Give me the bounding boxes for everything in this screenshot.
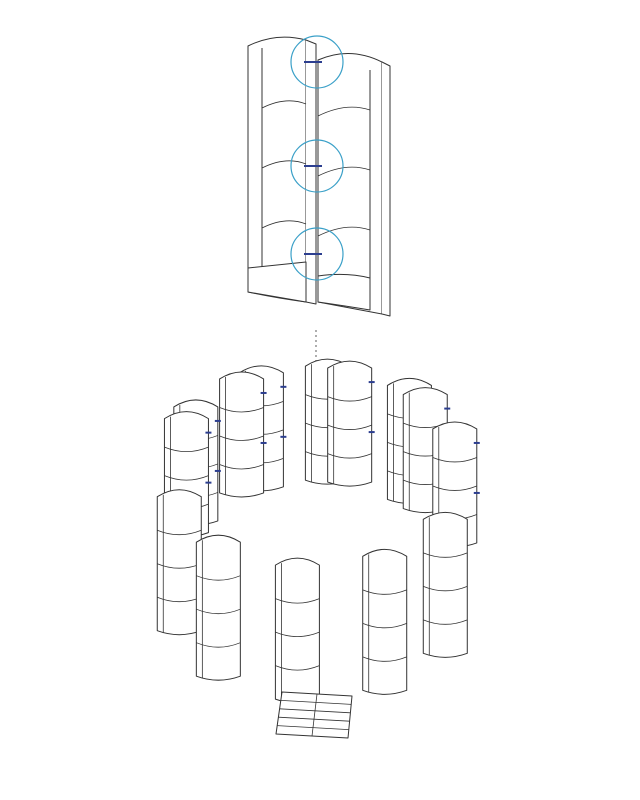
ring-module-shell — [362, 548, 408, 695]
ring-module-8 — [274, 557, 320, 704]
left-tier-line-1 — [261, 100, 307, 109]
ring-module-2 — [219, 371, 267, 498]
ring-tier-line — [196, 575, 241, 581]
ring-tier-line — [423, 619, 468, 625]
ring-module-9 — [195, 534, 241, 681]
right-module-side — [381, 61, 391, 317]
left-module — [247, 36, 317, 305]
ring-tier-line — [362, 656, 407, 662]
ring-tier-line — [275, 598, 320, 604]
ring-tier-line — [275, 665, 320, 671]
ring-tier-line — [219, 407, 264, 413]
ring-module-shell — [156, 489, 202, 636]
ring-tier-line — [423, 585, 468, 592]
ring-module-6 — [422, 511, 468, 658]
ring-tier-line — [327, 396, 372, 402]
right-module — [317, 52, 391, 317]
base-plate — [275, 691, 353, 739]
right-tier-line-2 — [317, 166, 371, 177]
ring-module-shell — [195, 534, 241, 681]
connector-callouts — [290, 35, 344, 281]
top-module-pair — [247, 36, 391, 317]
right-tier-line-3 — [317, 226, 371, 237]
ring-tier-line — [219, 435, 264, 441]
callout-circle-1 — [290, 35, 344, 89]
ring-tier-line — [432, 485, 477, 491]
ring-tier-line — [327, 424, 372, 430]
callout-circle-3 — [290, 227, 344, 281]
ring-tier-line — [219, 464, 264, 470]
ring-module-10 — [156, 489, 202, 636]
ring-tier-line — [157, 529, 202, 536]
ring-module-13 — [327, 360, 375, 487]
ring-module-shell — [422, 511, 468, 658]
left-module-base — [247, 261, 307, 303]
ring-tier-line — [196, 642, 241, 648]
left-tier-line-2 — [261, 160, 307, 169]
ring-tier-line — [432, 457, 477, 463]
ring-tier-line — [327, 453, 372, 459]
ring-tier-line — [362, 622, 407, 629]
assembled-ring-structure — [156, 358, 480, 704]
ring-tier-line — [362, 589, 407, 595]
ring-tier-line — [196, 608, 241, 615]
base-plate-outline — [275, 691, 353, 739]
left-module-side — [305, 39, 317, 305]
ring-tier-line — [275, 631, 320, 638]
base-plate-column-line — [311, 693, 318, 737]
ring-module-shell — [274, 557, 320, 704]
callout-circle-2 — [290, 139, 344, 193]
ring-tier-line — [423, 552, 468, 558]
right-module-base — [317, 273, 371, 311]
ring-module-7 — [362, 548, 408, 695]
ring-tier-line — [164, 475, 209, 481]
ring-module-shell — [219, 371, 265, 498]
left-tier-line-3 — [261, 220, 307, 229]
right-tier-line-1 — [317, 106, 371, 117]
left-module-body — [247, 36, 307, 303]
ring-tier-line — [164, 446, 209, 453]
ring-module-shell — [327, 360, 373, 487]
